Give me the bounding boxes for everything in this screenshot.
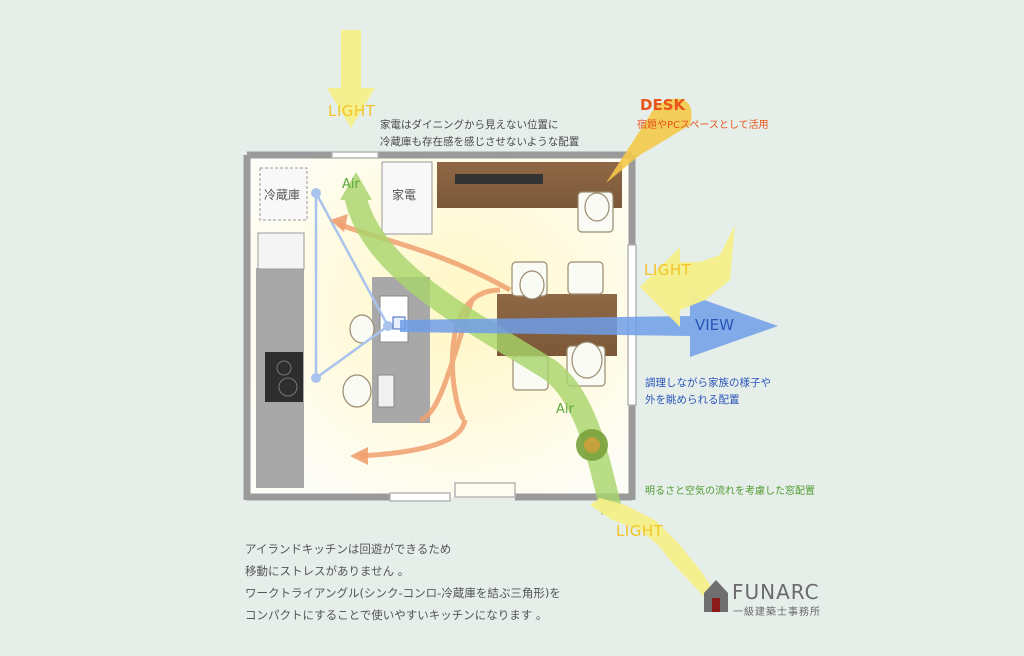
triangle-point-sink: [383, 321, 393, 331]
bottom-note-line3: ワークトライアングル(シンク-コンロ-冷蔵庫を結ぶ三角形)を: [245, 586, 561, 600]
bottom-note-line1: アイランドキッチンは回遊ができるため: [245, 542, 452, 556]
appliance-note-line1: 家電はダイニングから見えない位置に: [380, 119, 559, 131]
bottom-note-line4: コンパクトにすることで使いやすいキッチンになります 。: [245, 608, 548, 622]
burner: [278, 377, 298, 397]
air-label-bottom: Air: [556, 402, 574, 417]
flow-arrowheads: [330, 214, 368, 465]
light-arrows: [327, 30, 735, 598]
bottom-note-line2: 移動にストレスがありません 。: [245, 564, 410, 578]
view-note-line1: 調理しながら家族の様子や: [645, 377, 771, 389]
light-label-bottom: LIGHT: [616, 522, 664, 540]
light-label-right: LIGHT: [644, 261, 692, 279]
desk-subtitle: 宿題やPCスペースとして活用: [637, 120, 769, 131]
view-note-line2: 外を眺められる配置: [645, 394, 740, 406]
window-note: 明るさと空気の流れを考慮した窓配置: [645, 486, 815, 497]
air-arrowhead: [340, 172, 372, 200]
kitchen-counters: [256, 161, 622, 488]
appliance-note-line2: 冷蔵庫も存在感を感じさせないような配置: [380, 136, 580, 148]
desk-title: DESK: [640, 96, 686, 114]
plant: [576, 429, 608, 461]
burner: [276, 360, 292, 376]
circulation-flow: [337, 221, 512, 459]
desk-balloon: [606, 98, 692, 183]
fridge-label: 冷蔵庫: [264, 188, 301, 202]
view-arrow: [400, 295, 778, 357]
island-panel: [377, 374, 395, 408]
appliance-shelf: [381, 161, 433, 235]
view-label: VIEW: [695, 316, 734, 334]
air-label-top: Air: [342, 177, 360, 192]
cooktop: [265, 352, 303, 402]
logo-name: FUNARC: [732, 580, 820, 604]
appliances-label: 家電: [392, 188, 417, 202]
light-arrow-top: [327, 30, 375, 128]
light-label-top: LIGHT: [328, 102, 376, 120]
light-arrow-bottom: [590, 498, 715, 598]
fridge-outline: [259, 167, 308, 221]
triangle-point-fridge: [311, 188, 321, 198]
logo-subtitle: 一級建築士事務所: [733, 607, 821, 618]
logo-house-icon: [704, 580, 728, 612]
triangle-point-stove: [311, 373, 321, 383]
tv: [455, 174, 543, 184]
light-arrow-right: [640, 225, 735, 327]
tall-cabinet: [257, 232, 305, 270]
